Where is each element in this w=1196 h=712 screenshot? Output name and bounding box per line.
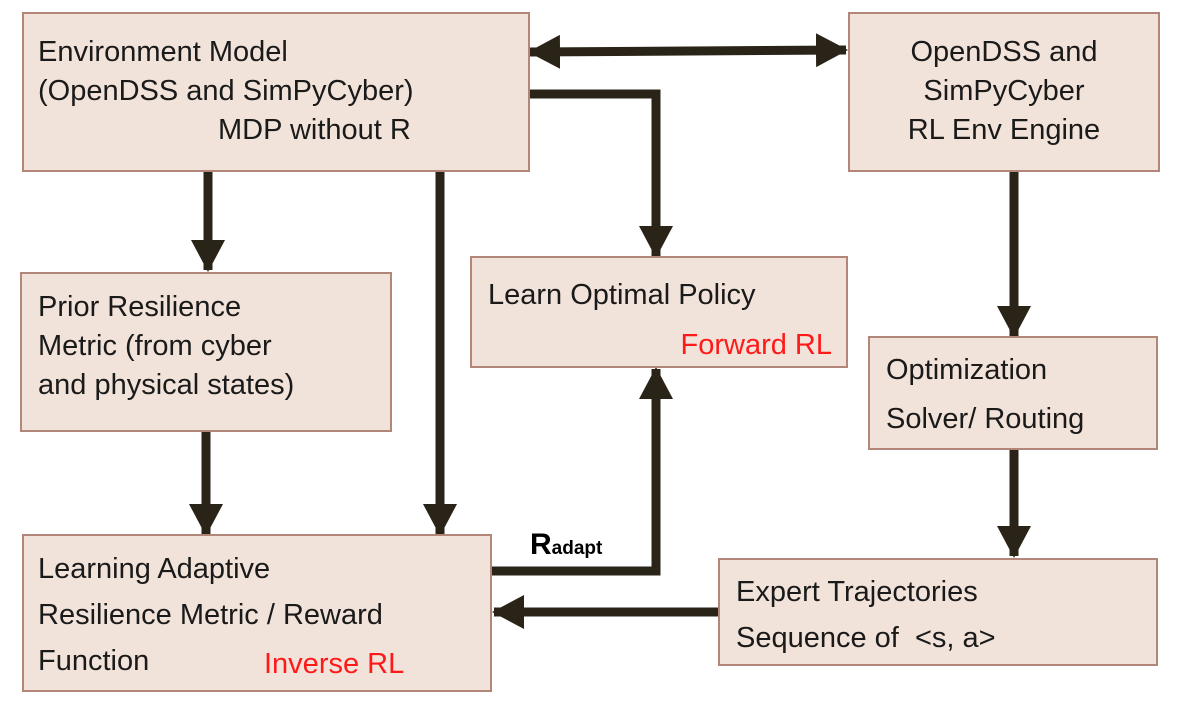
learn-optimal-policy-box: Learn Optimal Policy Forward RL <box>470 256 848 368</box>
inverse-rl-label: Inverse RL <box>264 648 405 680</box>
env-model-line2: (OpenDSS and SimPyCyber) <box>38 75 414 107</box>
optimization-line1: Optimization <box>886 354 1048 386</box>
adaptive-line3: Function <box>38 645 150 677</box>
rl-env-engine-box: OpenDSS and SimPyCyber RL Env Engine <box>848 12 1160 172</box>
arrow-adaptive-policy <box>492 367 673 576</box>
optimization-line2: Solver/ Routing <box>886 403 1085 435</box>
policy-line1: Learn Optimal Policy <box>488 279 756 311</box>
arrow-env-engine <box>528 33 848 69</box>
forward-rl-label: Forward RL <box>680 329 833 361</box>
engine-line3: RL Env Engine <box>907 114 1101 146</box>
adaptive-line1: Learning Adaptive <box>38 553 271 585</box>
r-adapt-label: Radapt <box>530 528 602 562</box>
expert-line1: Expert Trajectories <box>736 576 978 608</box>
env-model-line3: MDP without R <box>218 114 411 146</box>
adaptive-line2: Resilience Metric / Reward <box>38 599 383 631</box>
r-adapt-subscript: adapt <box>551 538 603 559</box>
prior-resilience-metric-box: Prior Resilience Metric (from cyber and … <box>20 272 392 432</box>
engine-line1: OpenDSS and <box>910 36 1098 68</box>
environment-model-box: Environment Model (OpenDSS and SimPyCybe… <box>22 12 530 172</box>
expert-line2: Sequence of <s, a> <box>736 622 996 654</box>
env-model-line1: Environment Model <box>38 36 288 68</box>
arrow-env-policy <box>530 89 673 258</box>
engine-line2: SimPyCyber <box>923 75 1085 107</box>
expert-trajectories-box: Expert Trajectories Sequence of <s, a> <box>718 558 1158 666</box>
optimization-solver-box: Optimization Solver/ Routing <box>868 336 1158 450</box>
learning-adaptive-resilience-box: Learning Adaptive Resilience Metric / Re… <box>22 534 492 692</box>
prior-line1: Prior Resilience <box>38 291 242 323</box>
prior-line3: and physical states) <box>38 369 295 401</box>
prior-line2: Metric (from cyber <box>38 330 272 362</box>
r-adapt-main: R <box>530 528 552 561</box>
